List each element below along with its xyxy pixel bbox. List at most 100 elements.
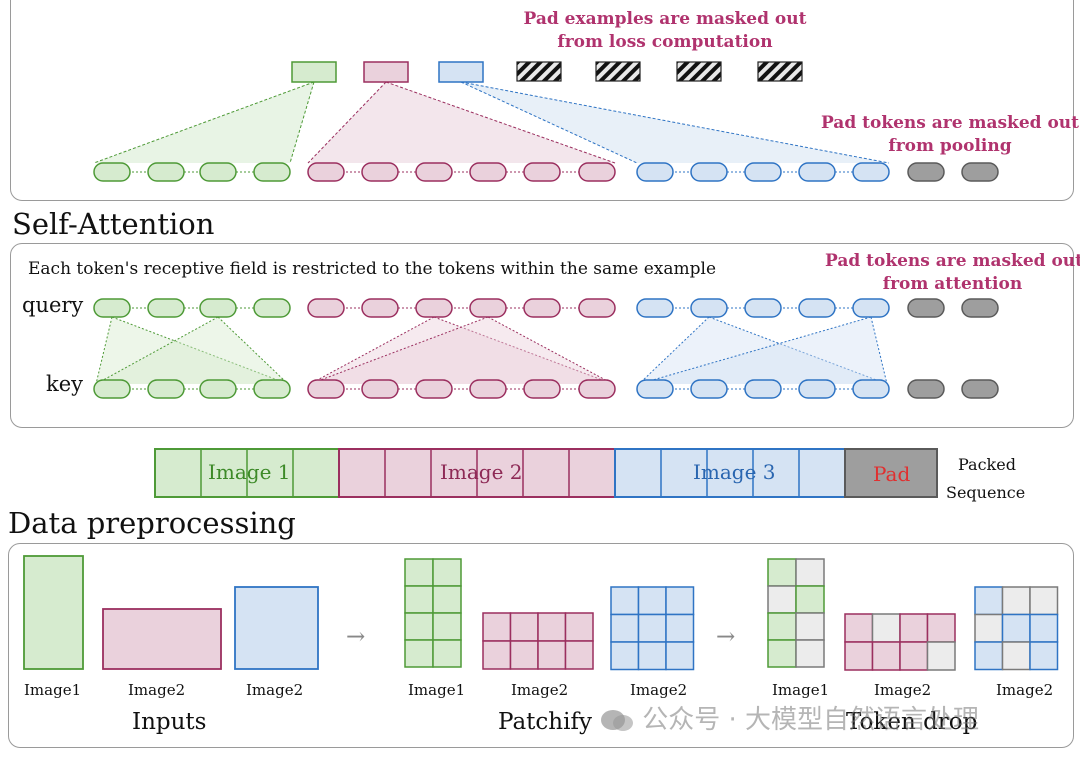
pooled-output-green bbox=[291, 61, 337, 83]
input-image1-rect bbox=[23, 555, 84, 670]
key-token-pink bbox=[415, 379, 453, 399]
pool-token-green bbox=[253, 162, 291, 182]
drop-image2-patch bbox=[899, 641, 929, 671]
packed-sequence-caption: Packed Sequence bbox=[946, 455, 1026, 502]
pool-fan-pink-edge-left bbox=[307, 81, 387, 164]
drop-image3-patch bbox=[1029, 641, 1059, 671]
patch-image1-patch bbox=[404, 585, 434, 614]
pool-token-green bbox=[199, 162, 237, 182]
attn-fan-green-b-edge-left bbox=[95, 316, 219, 385]
key-token-green bbox=[253, 379, 291, 399]
key-token-pink bbox=[307, 379, 345, 399]
drop-image2-dropped-patch bbox=[871, 613, 901, 643]
drop-image2-patch bbox=[871, 641, 901, 671]
drop-image3-patch bbox=[1001, 613, 1031, 643]
input-image3-rect bbox=[234, 586, 319, 670]
key-label: key bbox=[46, 372, 84, 396]
query-token-green bbox=[199, 298, 237, 318]
drop-image3-dropped-patch bbox=[1029, 586, 1059, 616]
patch-image2-patch bbox=[564, 612, 594, 642]
query-token-pink bbox=[415, 298, 453, 318]
key-token-pink bbox=[578, 379, 616, 399]
attn-fan-pink-b-fill bbox=[310, 317, 613, 384]
patch-image1-patch bbox=[432, 558, 462, 587]
patch-image3-patch bbox=[610, 613, 640, 643]
token-drop-label: Token drop bbox=[846, 709, 978, 735]
query-token-blue bbox=[798, 298, 836, 318]
patch-image3-patch bbox=[610, 586, 640, 616]
query-token-gray bbox=[961, 298, 999, 318]
drop-image3-patch bbox=[1029, 613, 1059, 643]
drop-image1-patch bbox=[767, 612, 797, 641]
wechat-icon bbox=[600, 708, 634, 734]
masked-pad-output bbox=[757, 61, 803, 82]
self-attention-title: Self-Attention bbox=[12, 207, 215, 241]
packed-segment-gray bbox=[844, 448, 938, 498]
key-token-pink bbox=[361, 379, 399, 399]
key-token-blue bbox=[744, 379, 782, 399]
query-token-green bbox=[147, 298, 185, 318]
patch-image2-label: Image2 bbox=[511, 681, 569, 699]
patch-image1-patch bbox=[404, 558, 434, 587]
pool-token-pink bbox=[523, 162, 561, 182]
drop-image1-label: Image1 bbox=[772, 681, 830, 699]
pool-token-pink bbox=[361, 162, 399, 182]
key-token-green bbox=[147, 379, 185, 399]
attn-fan-blue-a-fill bbox=[639, 317, 887, 384]
pool-token-blue bbox=[690, 162, 728, 182]
patch-image1-label: Image1 bbox=[408, 681, 466, 699]
patch-image1-patch bbox=[432, 639, 462, 668]
key-token-pink bbox=[469, 379, 507, 399]
key-token-blue bbox=[852, 379, 890, 399]
attn-fan-blue-b-edge-right bbox=[870, 316, 888, 385]
patch-image2-patch bbox=[564, 640, 594, 670]
patch-image2-patch bbox=[482, 640, 512, 670]
pool-fan-green-edge-right bbox=[289, 81, 315, 164]
patch-image2-patch bbox=[509, 612, 539, 642]
patch-image2-patch bbox=[482, 612, 512, 642]
drop-image3-label: Image2 bbox=[996, 681, 1054, 699]
attn-fan-blue-a-edge-left bbox=[638, 316, 710, 385]
packed-label-pad: Pad bbox=[873, 462, 911, 486]
pooled-output-pink bbox=[363, 61, 409, 83]
query-token-pink bbox=[469, 298, 507, 318]
drop-image2-dropped-patch bbox=[926, 641, 956, 671]
attn-fan-blue-b-fill bbox=[639, 317, 887, 384]
packed-label-image3: Image 3 bbox=[693, 460, 776, 484]
query-token-pink bbox=[578, 298, 616, 318]
drop-image1-patch bbox=[767, 558, 797, 587]
patch-image3-patch bbox=[665, 641, 695, 671]
packed-segment-blue bbox=[614, 448, 846, 498]
key-token-green bbox=[199, 379, 237, 399]
drop-image3-dropped-patch bbox=[1001, 641, 1031, 671]
drop-image1-dropped-patch bbox=[795, 558, 825, 587]
inputs-label: Inputs bbox=[132, 709, 207, 735]
drop-image2-patch bbox=[844, 613, 874, 643]
receptive-field-description: Each token's receptive field is restrict… bbox=[28, 259, 717, 279]
patch-image3-patch bbox=[665, 586, 695, 616]
patch-image3-patch bbox=[610, 641, 640, 671]
attn-fan-green-b-fill bbox=[96, 317, 288, 384]
drop-image1-dropped-patch bbox=[795, 612, 825, 641]
input-image2-label: Image2 bbox=[128, 681, 186, 699]
patch-image3-patch bbox=[665, 613, 695, 643]
pool-token-gray bbox=[961, 162, 999, 182]
query-token-green bbox=[93, 298, 131, 318]
query-token-blue bbox=[744, 298, 782, 318]
patch-image1-patch bbox=[404, 639, 434, 668]
arrow-to-patchify: → bbox=[346, 624, 366, 650]
patch-image1-patch bbox=[432, 585, 462, 614]
query-label: query bbox=[22, 293, 84, 317]
key-token-green bbox=[93, 379, 131, 399]
query-token-gray bbox=[907, 298, 945, 318]
patch-image3-patch bbox=[637, 641, 667, 671]
drop-image1-dropped-patch bbox=[767, 585, 797, 614]
query-token-blue bbox=[852, 298, 890, 318]
drop-image1-patch bbox=[795, 585, 825, 614]
drop-image3-dropped-patch bbox=[974, 613, 1004, 643]
attn-fan-green-b-edge-right bbox=[217, 316, 289, 385]
pool-token-blue bbox=[636, 162, 674, 182]
pool-fan-blue-edge-left bbox=[460, 81, 638, 164]
query-token-green bbox=[253, 298, 291, 318]
